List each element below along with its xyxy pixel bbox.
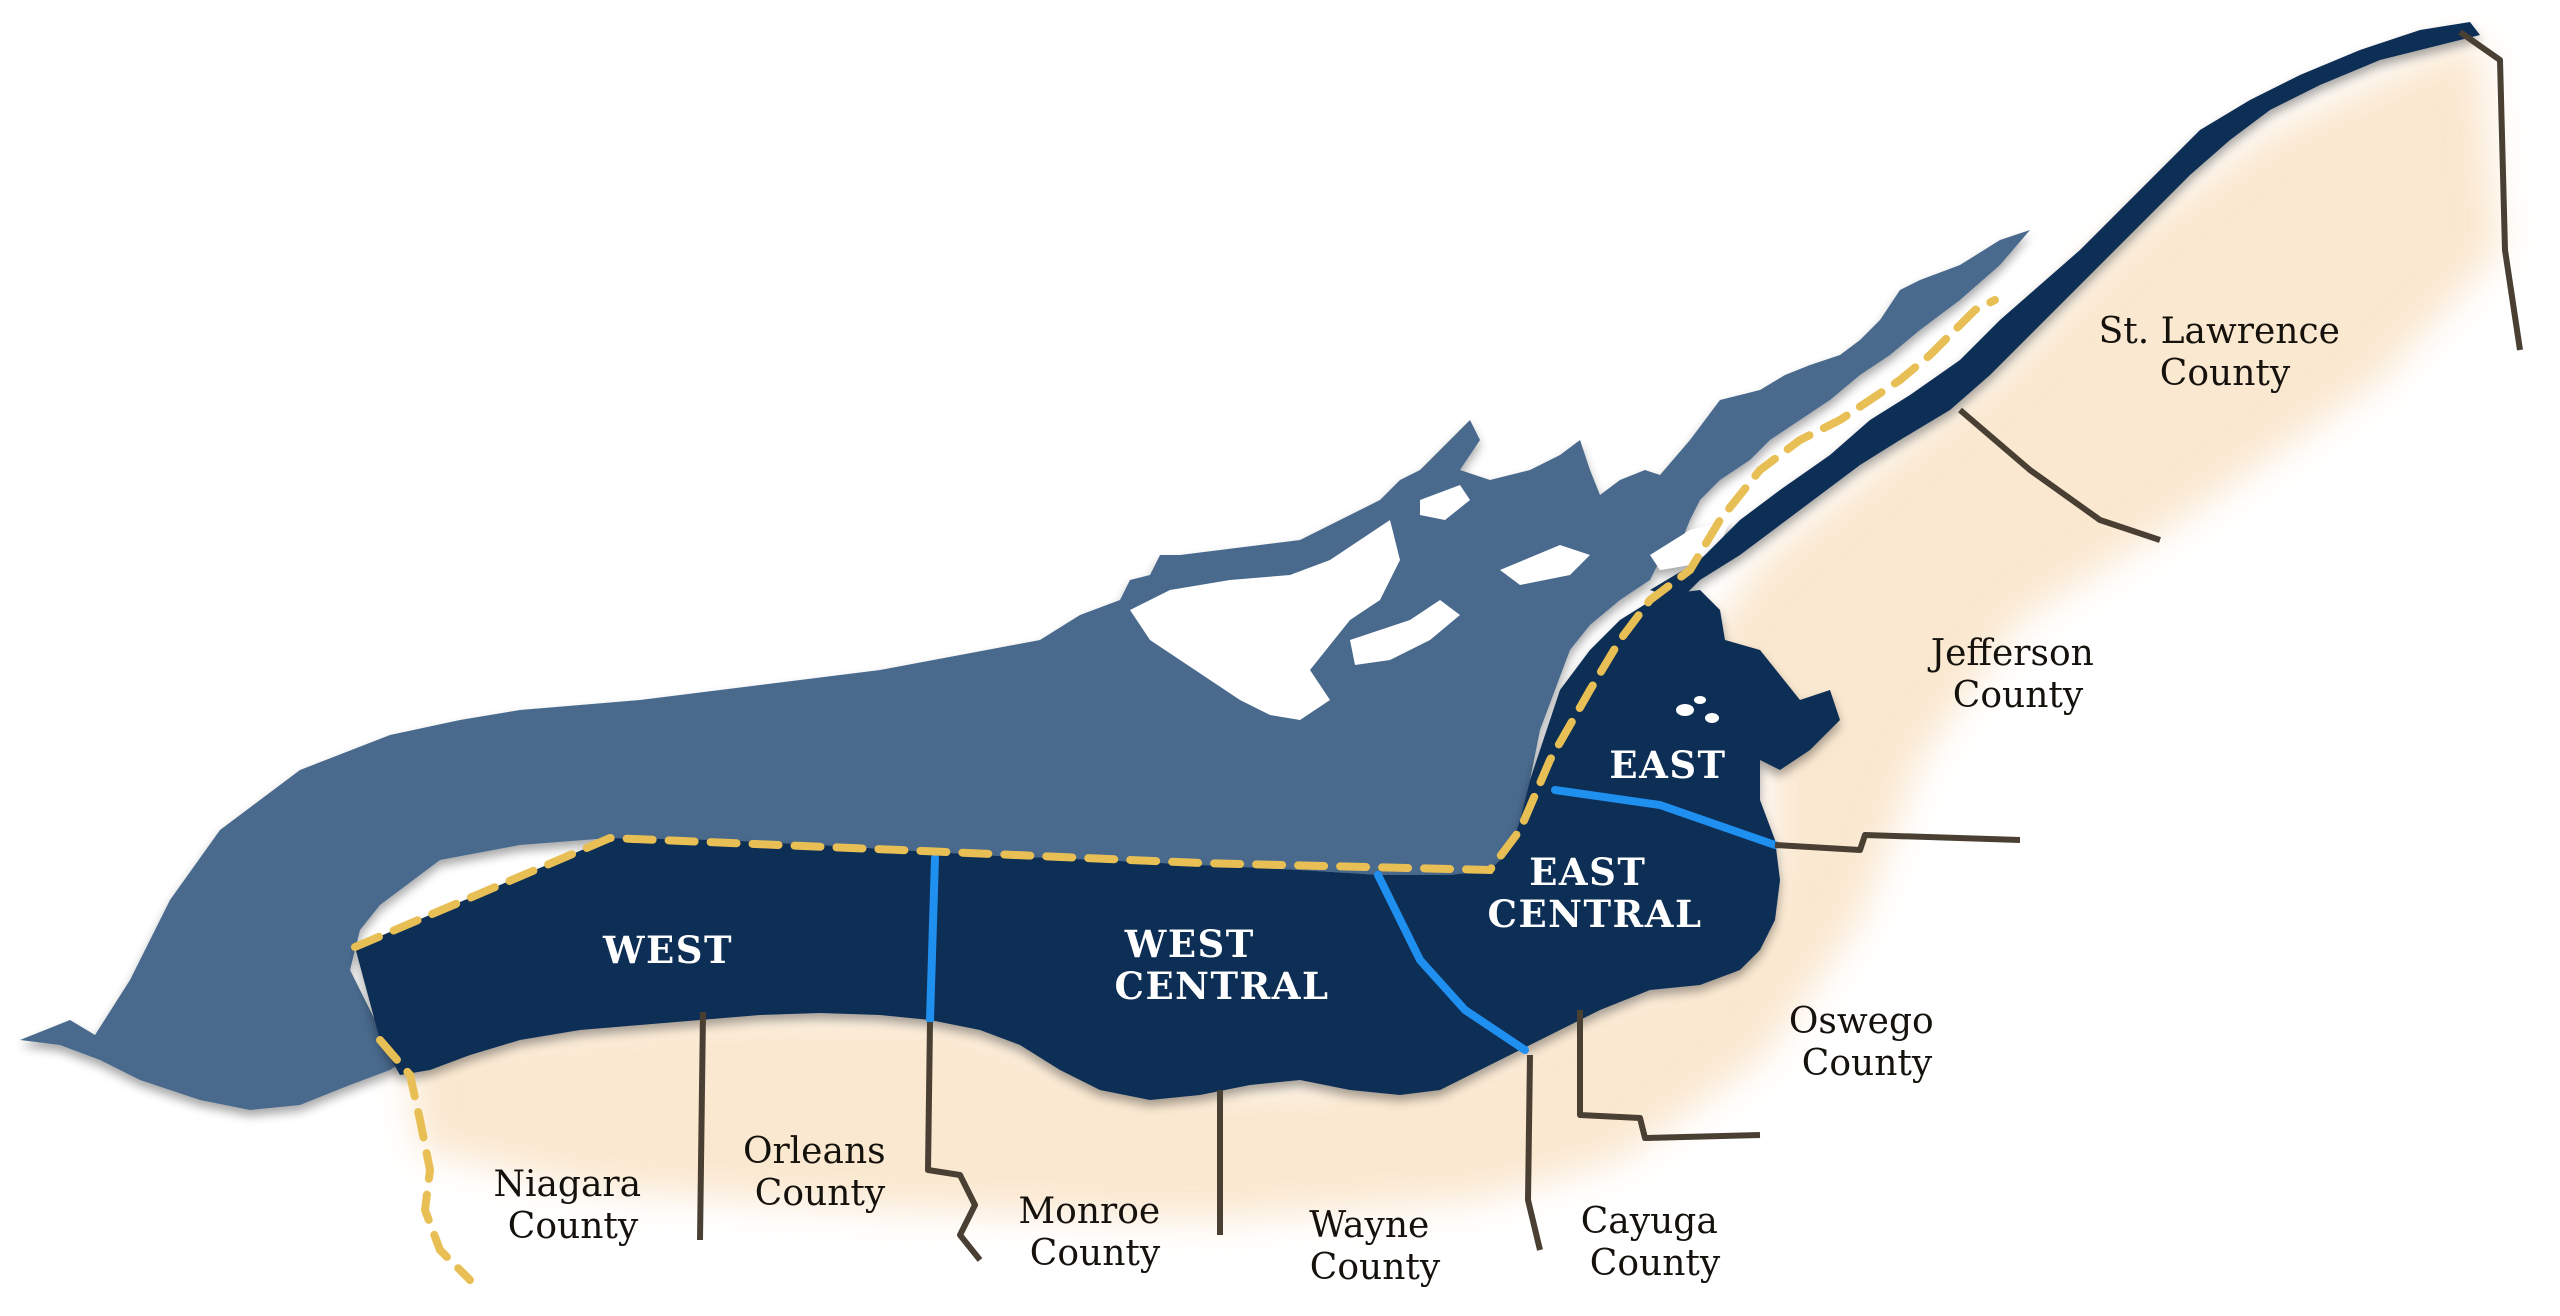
international-boundary <box>351 296 1999 1284</box>
county-label-wayne: Wayne County <box>1309 1205 1441 1288</box>
boundary-niagara-orleans <box>697 1011 706 1241</box>
islet <box>1676 704 1694 716</box>
county-labels: Niagara County Orleans County Monroe Cou… <box>493 311 2352 1288</box>
divider-westcentral-eastcentral <box>1374 871 1529 1054</box>
lake-ontario-north <box>20 230 2030 1110</box>
region-label-east-central: EAST CENTRAL <box>1488 850 1703 936</box>
shoreline-shading <box>405 40 2500 1220</box>
county-label-niagara: Niagara County <box>493 1164 652 1247</box>
peninsula-finger <box>1350 600 1460 665</box>
divider-eastcentral-east <box>1551 786 1779 849</box>
county-label-jefferson: Jefferson County <box>1927 633 2106 716</box>
region-labels: WEST WEST CENTRAL EAST CENTRAL EAST <box>602 743 1726 1008</box>
region-label-east: EAST <box>1609 743 1726 787</box>
county-label-cayuga: Cayuga County <box>1581 1201 1730 1284</box>
region-label-west-central: WEST CENTRAL <box>1115 922 1330 1008</box>
lake-us-waters <box>355 22 2480 1100</box>
prince-edward-peninsula <box>1130 520 1400 720</box>
intl-boundary-niagara <box>376 1036 474 1284</box>
intl-boundary-lake <box>351 296 1999 951</box>
boundary-oswego-jefferson <box>1774 832 2021 853</box>
boundary-wayne-cayuga <box>1525 1054 1543 1251</box>
st-lawrence-river <box>1650 22 2480 600</box>
county-label-oswego: Oswego County <box>1789 1001 1945 1084</box>
divider-west-westcentral <box>926 854 939 1024</box>
amherst-island <box>1500 545 1590 585</box>
islet <box>1694 696 1706 704</box>
boundary-jefferson-stlawrence <box>1958 407 2161 543</box>
lake-ontario-south <box>355 590 1840 1100</box>
lake-canadian-waters <box>20 230 2030 1110</box>
north-shore-island <box>1420 485 1470 520</box>
boundary-orleans-monroe <box>925 1021 983 1262</box>
county-label-monroe: Monroe County <box>1018 1191 1171 1274</box>
boundary-cayuga-oswego <box>1577 1010 1761 1141</box>
region-dividers <box>926 786 1779 1054</box>
region-label-west: WEST <box>602 928 733 972</box>
county-label-st-lawrence: St. Lawrence County <box>2099 311 2352 394</box>
islet <box>1705 713 1719 723</box>
county-boundaries <box>697 29 2523 1262</box>
county-label-orleans: Orleans County <box>743 1131 897 1214</box>
boundary-stlawrence-east <box>2458 29 2523 351</box>
